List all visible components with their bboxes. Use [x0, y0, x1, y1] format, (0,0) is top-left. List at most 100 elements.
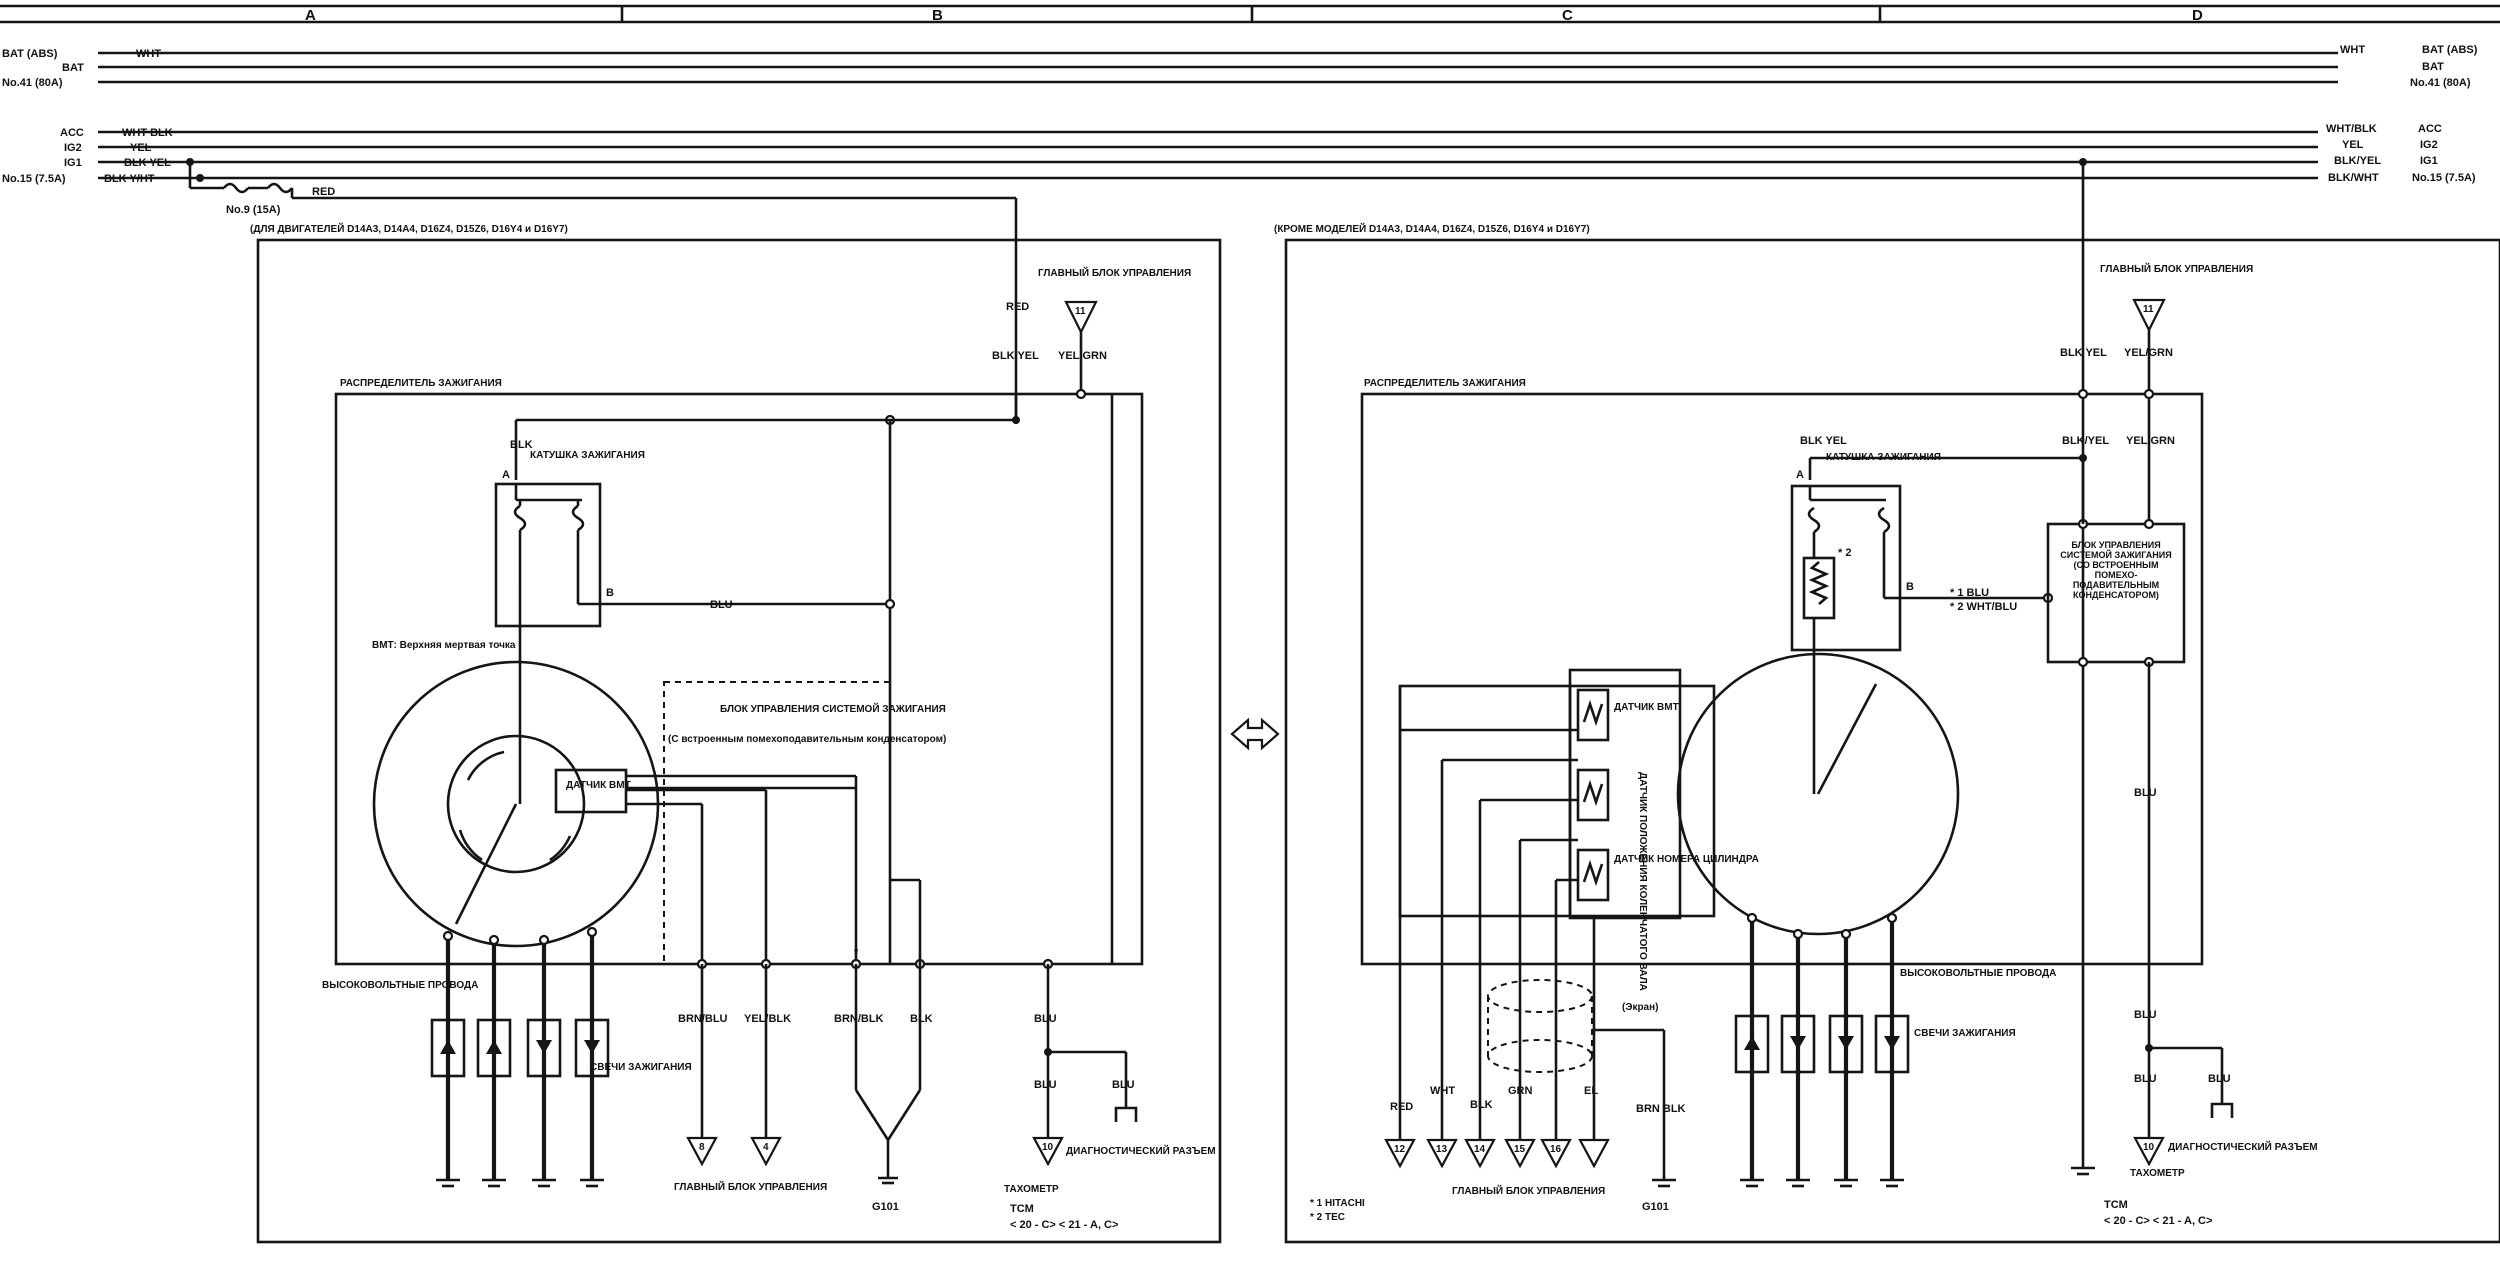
- left-hv-wires-label: ВЫСОКОВОЛЬТНЫЕ ПРОВОДА: [322, 980, 478, 991]
- right-pin-16: 16: [1550, 1144, 1562, 1155]
- right-ground-label: G101: [1642, 1201, 1669, 1213]
- right-wire-red: RED: [1390, 1101, 1413, 1113]
- left-tdc-sensor-label: ДАТЧИК ВМТ: [566, 780, 631, 791]
- right-wire-blu2: BLU: [2134, 1009, 2157, 1021]
- bus-left-acc-wire: WHT BLK: [122, 127, 173, 139]
- bus-right-ig1-wire: BLK/YEL: [2334, 155, 2381, 167]
- column-b-label: B: [932, 7, 943, 24]
- right-diag-label: ДИАГНОСТИЧЕСКИЙ РАЗЪЕМ: [2168, 1140, 2318, 1153]
- right-wire-blu1: BLU: [2134, 787, 2157, 799]
- right-pin-10: 10: [2143, 1142, 2155, 1153]
- bus-right-bat-abs-wire: WHT: [2340, 44, 2365, 56]
- left-ignition-coil: [494, 482, 602, 628]
- bus-right-ig2: IG2: [2420, 139, 2438, 151]
- left-coil-label: КАТУШКА ЗАЖИГАНИЯ: [530, 450, 645, 461]
- right-coil-a: A: [1796, 469, 1804, 481]
- left-module-label: БЛОК УПРАВЛЕНИЯ СИСТЕМОЙ ЗАЖИГАНИЯ: [720, 702, 946, 715]
- column-a-label: A: [305, 7, 316, 24]
- bus-left-bat-abs: BAT (ABS): [2, 48, 58, 60]
- left-wire-blkyel: BLK YEL: [992, 350, 1039, 362]
- right-wire-blu4: BLU: [2208, 1073, 2231, 1085]
- left-ground-label: G101: [872, 1201, 899, 1213]
- left-wire-blu3: BLU: [1112, 1079, 1135, 1091]
- right-crank-sensor: [1576, 768, 1610, 822]
- right-coil-b-wire1: * 1 BLU: [1950, 587, 1989, 599]
- left-pin-8: 8: [699, 1142, 705, 1153]
- right-sens-tdc: ДАТЧИК ВМТ: [1614, 702, 1679, 713]
- bus-right-no41: No.41 (80A): [2410, 77, 2471, 89]
- bus-left-bat-abs-wire: WHT: [136, 48, 161, 60]
- left-ecm-bottom-label: ГЛАВНЫЙ БЛОК УПРАВЛЕНИЯ: [674, 1180, 827, 1193]
- left-coil-a: A: [502, 469, 510, 481]
- left-wire-red: RED: [1006, 301, 1029, 313]
- right-coil-wire: BLK YEL: [1800, 435, 1847, 447]
- bus-left-ig2-wire: YEL: [130, 142, 152, 154]
- right-wire-blkyel: BLK/YEL: [2062, 435, 2109, 447]
- left-pin-10: 10: [1042, 1142, 1054, 1153]
- left-diag-label: ДИАГНОСТИЧЕСКИЙ РАЗЪЕМ: [1066, 1144, 1216, 1157]
- left-star: *: [854, 947, 859, 959]
- bus-right-bat-abs: BAT (ABS): [2422, 44, 2478, 56]
- bus-right-no15: No.15 (7.5A): [2412, 172, 2476, 184]
- right-coil-label: КАТУШКА ЗАЖИГАНИЯ: [1826, 452, 1941, 463]
- right-note1: * 1 HITACHI: [1310, 1198, 1365, 1209]
- right-ecm-pins: [1384, 1138, 1610, 1169]
- right-ignition-coil: [1790, 484, 1902, 652]
- bus-left-no41: No.41 (80A): [2, 77, 63, 89]
- right-wire-brnblk: BRN BLK: [1636, 1103, 1686, 1115]
- right-caption: (КРОМЕ МОДЕЛЕЙ D14A3, D14A4, D16Z4, D15Z…: [1274, 222, 1590, 235]
- left-spark-plugs: [430, 926, 610, 1188]
- right-circuit-panel: (КРОМЕ МОДЕЛЕЙ D14A3, D14A4, D16Z4, D15Z…: [1274, 222, 2500, 1244]
- bus-left-ig1: IG1: [64, 157, 82, 169]
- right-hv-wires-label: ВЫСОКОВОЛЬТНЫЕ ПРОВОДА: [1900, 968, 2056, 979]
- right-coil-star: * 2: [1838, 547, 1851, 559]
- right-tcm-ref: < 20 - C> < 21 - A, C>: [2104, 1215, 2212, 1227]
- right-coil-b: B: [1906, 581, 1914, 593]
- right-wire-grn: GRN: [1508, 1085, 1533, 1097]
- left-wire-blk: BLK: [910, 1013, 933, 1025]
- left-wire-brnblk: BRN/BLK: [834, 1013, 884, 1025]
- bus-labels-right: WHT BAT (ABS) BAT No.41 (80A) WHT/BLK AC…: [2326, 44, 2478, 184]
- fuse-9-label: No.9 (15A): [226, 204, 281, 216]
- right-sens-cyl: ДАТЧИК НОМЕРА ЦИЛИНДРА: [1614, 854, 1759, 865]
- right-module-label-box: БЛОК УПРАВЛЕНИЯ СИСТЕМОЙ ЗАЖИГАНИЯ (СО В…: [2060, 540, 2172, 600]
- right-wire-blu3: BLU: [2134, 1073, 2157, 1085]
- right-ecm-top-pin-marker: [2132, 298, 2166, 333]
- right-tach-label: ТАХОМЕТР: [2130, 1168, 2185, 1179]
- right-wire-wht: WHT: [1430, 1085, 1455, 1097]
- right-ecm-top-pin: 11: [2143, 304, 2154, 315]
- bus-right-no15-wire: BLK/WHT: [2328, 172, 2379, 184]
- right-pin-15: 15: [1514, 1144, 1526, 1155]
- right-note2: * 2 TEC: [1310, 1212, 1345, 1223]
- bus-left-bat: BAT: [62, 62, 84, 74]
- right-tcm-label: TCM: [2104, 1199, 2128, 1211]
- left-wire-blu1: BLU: [1034, 1013, 1057, 1025]
- right-ecm-bottom-label: ГЛАВНЫЙ БЛОК УПРАВЛЕНИЯ: [1452, 1184, 1605, 1197]
- double-arrow-icon: [1230, 717, 1280, 751]
- right-coil-b-wire2: * 2 WHT/BLU: [1950, 601, 2017, 613]
- left-tcm-ref: < 20 - C> < 21 - A, C>: [1010, 1219, 1118, 1231]
- right-wire-blk: BLK: [1470, 1099, 1493, 1111]
- left-wire-blu2: BLU: [1034, 1079, 1057, 1091]
- right-plugs-label: СВЕЧИ ЗАЖИГАНИЯ: [1914, 1028, 2016, 1039]
- left-circuit-panel: (ДЛЯ ДВИГАТЕЛЕЙ D14A3, D14A4, D16Z4, D15…: [250, 222, 1222, 1244]
- right-module-label: БЛОК УПРАВЛЕНИЯ СИСТЕМОЙ ЗАЖИГАНИЯ (СО В…: [2060, 540, 2172, 600]
- right-shield-label: (Экран): [1622, 1002, 1659, 1013]
- left-tcm-label: TCM: [1010, 1203, 1034, 1215]
- power-bus: No.9 (15A) RED: [98, 51, 2338, 1168]
- left-plugs-label: СВЕЧИ ЗАЖИГАНИЯ: [590, 1062, 692, 1073]
- right-ecm-top-label: ГЛАВНЫЙ БЛОК УПРАВЛЕНИЯ: [2100, 262, 2253, 275]
- left-wire-yelgrn: YEL/GRN: [1058, 350, 1107, 362]
- left-ignition-module: [663, 681, 891, 965]
- bus-left-ig2: IG2: [64, 142, 82, 154]
- right-distributor-cap: [1676, 652, 1960, 936]
- left-distributor-label: РАСПРЕДЕЛИТЕЛЬ ЗАЖИГАНИЯ: [340, 378, 502, 389]
- right-tdc-sensor: [1576, 688, 1610, 742]
- left-ecm-top-pin-marker: [1064, 300, 1098, 335]
- bus-labels-left: BAT (ABS) WHT BAT No.41 (80A) ACC WHT BL…: [2, 48, 173, 185]
- right-pin-12: 12: [1394, 1144, 1406, 1155]
- left-wire-brnblu: BRN/BLU: [678, 1013, 728, 1025]
- left-coil-wire: BLK: [510, 439, 533, 451]
- right-distributor-label: РАСПРЕДЕЛИТЕЛЬ ЗАЖИГАНИЯ: [1364, 378, 1526, 389]
